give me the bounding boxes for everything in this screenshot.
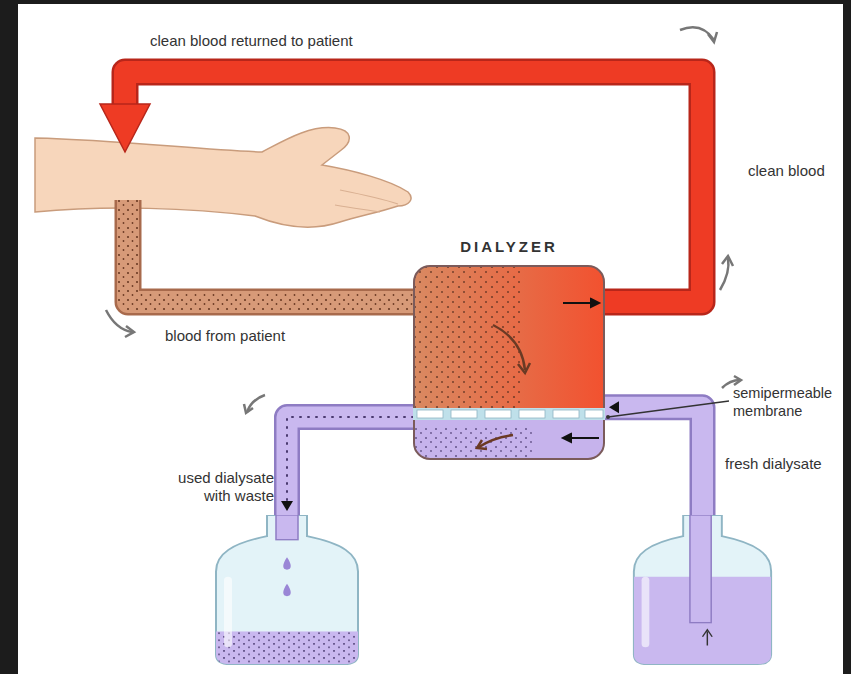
return-arrowhead — [100, 104, 150, 152]
arrowhead — [609, 401, 619, 413]
dialyzer-shape — [413, 265, 605, 460]
tube-outline — [287, 417, 413, 515]
arrowhead — [281, 501, 293, 511]
return-label: clean blood returned to patient — [150, 32, 410, 50]
used-dialysate-bottle-shape — [212, 515, 362, 665]
used-dialysate-bottle: used dialysate with waste — [212, 515, 362, 665]
leader-dot — [606, 415, 610, 419]
blood-waste-dots — [128, 200, 415, 302]
waste-dots — [287, 417, 413, 515]
tube-fill — [287, 417, 413, 515]
blood-tube-outline — [128, 200, 415, 302]
tube-label: clean blood — [748, 162, 838, 180]
leader-line — [608, 401, 729, 417]
blood-tube — [128, 200, 415, 302]
dialysate-tube — [605, 401, 703, 515]
dialyzer: DIALYZER — [413, 265, 605, 460]
tube-fill — [605, 407, 703, 515]
fresh-dialysate-bottle: fresh dialysate — [630, 515, 775, 665]
dialysate-tube — [281, 417, 413, 515]
finger-lines — [335, 190, 398, 212]
tube-outline — [605, 407, 703, 515]
bottle-label: used dialysate with waste — [174, 469, 274, 505]
membrane-label: semipermeable membrane — [733, 384, 839, 420]
bottle-label: fresh dialysate — [725, 455, 835, 473]
patient-arm — [35, 128, 411, 228]
fresh-dialysate-bottle-shape — [630, 515, 775, 665]
dialyzer-heading: DIALYZER — [460, 238, 558, 255]
tube-label: blood from patient — [165, 327, 365, 345]
